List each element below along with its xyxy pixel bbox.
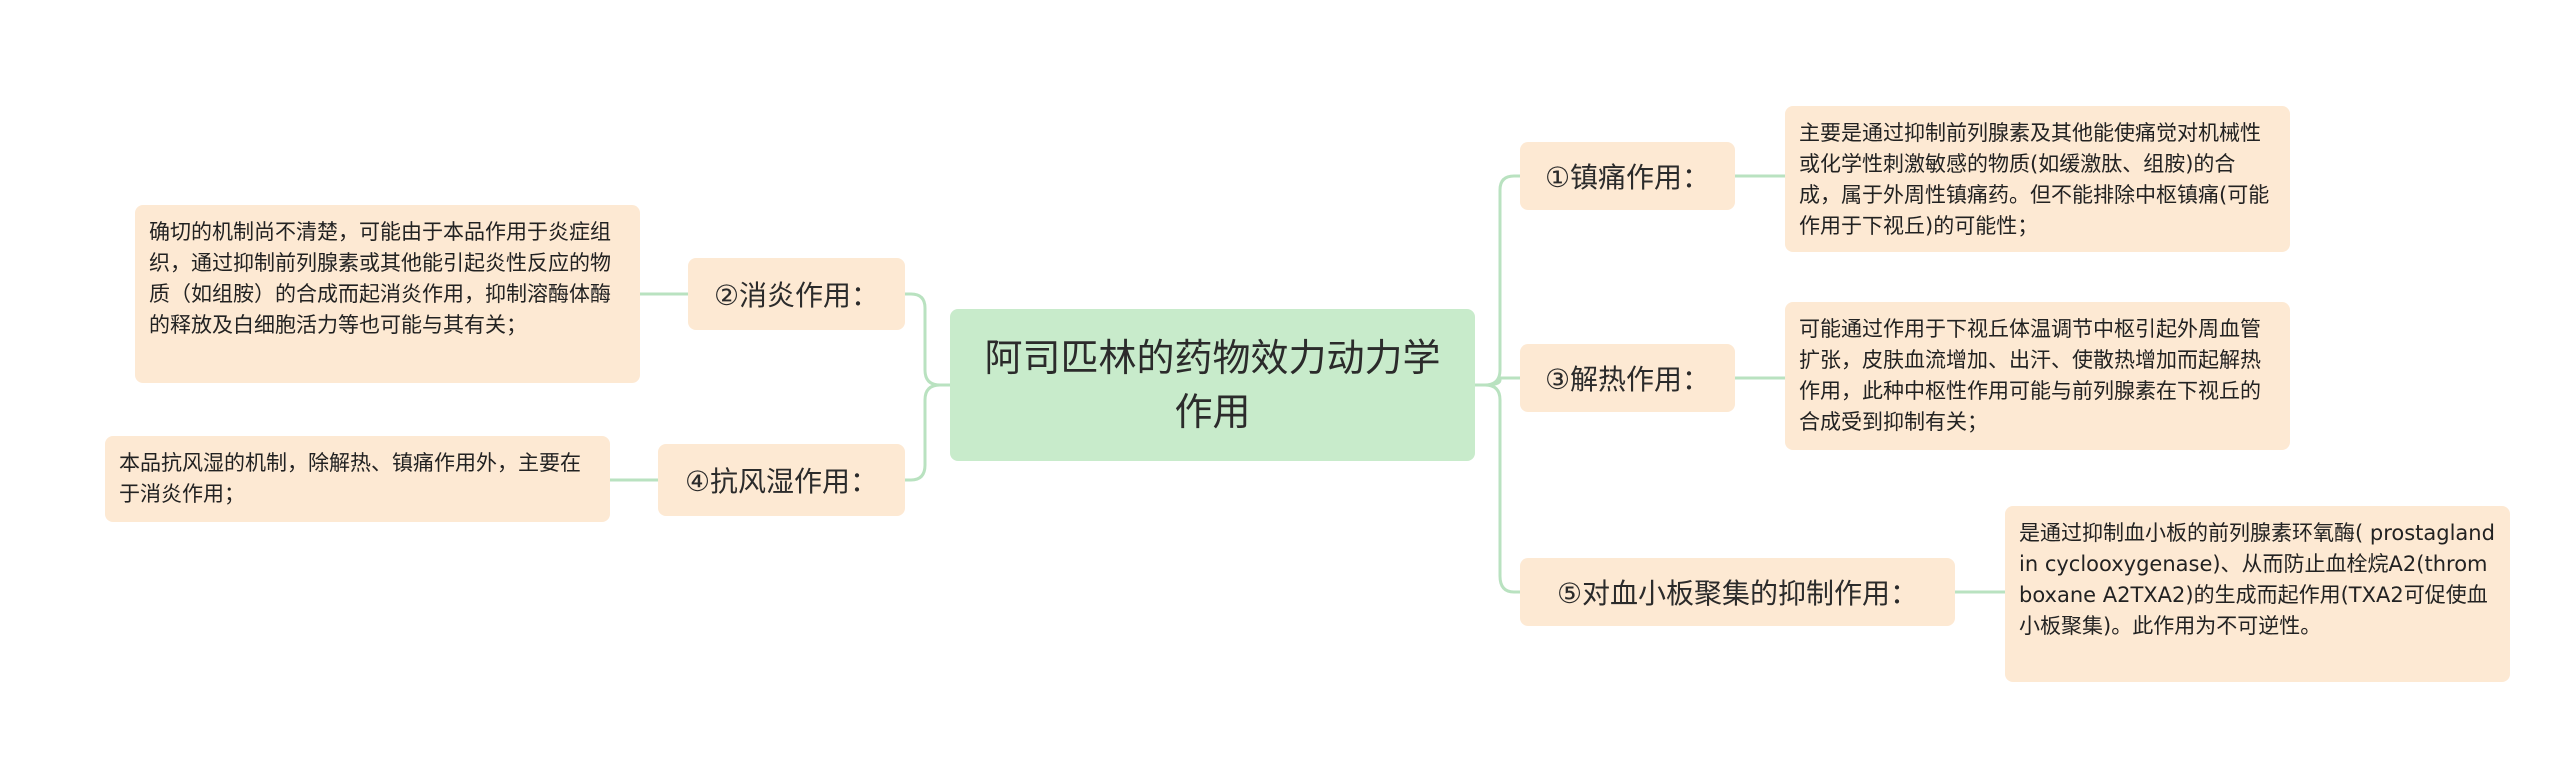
- connector-root-left-b2: [905, 292, 950, 387]
- branch-anti-inflammatory[interactable]: ②消炎作用：: [688, 258, 905, 330]
- leaf-antiplatelet-detail[interactable]: 是通过抑制血小板的前列腺素环氧酶( prostaglandin cyclooxy…: [2005, 506, 2510, 682]
- branch-antipyretic-label: ③解热作用：: [1544, 363, 1711, 396]
- branch-analgesic-label: ①镇痛作用：: [1544, 161, 1711, 194]
- leaf-antipyretic-detail[interactable]: 可能通过作用于下视丘体温调节中枢引起外周血管扩张，皮肤血流增加、出汗、使散热增加…: [1785, 302, 2290, 450]
- leaf-antiplatelet-text: 是通过抑制血小板的前列腺素环氧酶( prostaglandin cyclooxy…: [2019, 521, 2495, 638]
- branch-analgesic[interactable]: ①镇痛作用：: [1520, 142, 1735, 210]
- branch-anti-inflammatory-label: ②消炎作用：: [713, 279, 880, 312]
- branch-antirheumatic[interactable]: ④抗风湿作用：: [658, 444, 905, 516]
- connector-root-right-b5: [1475, 383, 1520, 594]
- branch-antiplatelet[interactable]: ⑤对血小板聚集的抑制作用：: [1520, 558, 1955, 626]
- leaf-antipyretic-text: 可能通过作用于下视丘体温调节中枢引起外周血管扩张，皮肤血流增加、出汗、使散热增加…: [1799, 317, 2261, 434]
- branch-antiplatelet-label: ⑤对血小板聚集的抑制作用：: [1556, 577, 1919, 610]
- branch-antirheumatic-label: ④抗风湿作用：: [684, 465, 879, 498]
- leaf-analgesic-detail[interactable]: 主要是通过抑制前列腺素及其他能使痛觉对机械性或化学性刺激敏感的物质(如缓激肽、组…: [1785, 106, 2290, 252]
- leaf-anti-inflammatory-detail[interactable]: 确切的机制尚不清楚，可能由于本品作用于炎症组织，通过抑制前列腺素或其他能引起炎性…: [135, 205, 640, 383]
- leaf-analgesic-text: 主要是通过抑制前列腺素及其他能使痛觉对机械性或化学性刺激敏感的物质(如缓激肽、组…: [1799, 121, 2270, 238]
- leaf-antirheumatic-text: 本品抗风湿的机制，除解热、镇痛作用外，主要在于消炎作用；: [119, 451, 581, 506]
- connector-root-left-b4: [905, 383, 950, 482]
- root-topic-title: 阿司匹林的药物效力动力学作用: [984, 336, 1441, 434]
- branch-antipyretic[interactable]: ③解热作用：: [1520, 344, 1735, 412]
- leaf-anti-inflammatory-text: 确切的机制尚不清楚，可能由于本品作用于炎症组织，通过抑制前列腺素或其他能引起炎性…: [149, 220, 611, 337]
- leaf-antirheumatic-detail[interactable]: 本品抗风湿的机制，除解热、镇痛作用外，主要在于消炎作用；: [105, 436, 610, 522]
- root-topic[interactable]: 阿司匹林的药物效力动力学作用: [950, 309, 1475, 461]
- connector-root-right-b1: [1475, 174, 1520, 387]
